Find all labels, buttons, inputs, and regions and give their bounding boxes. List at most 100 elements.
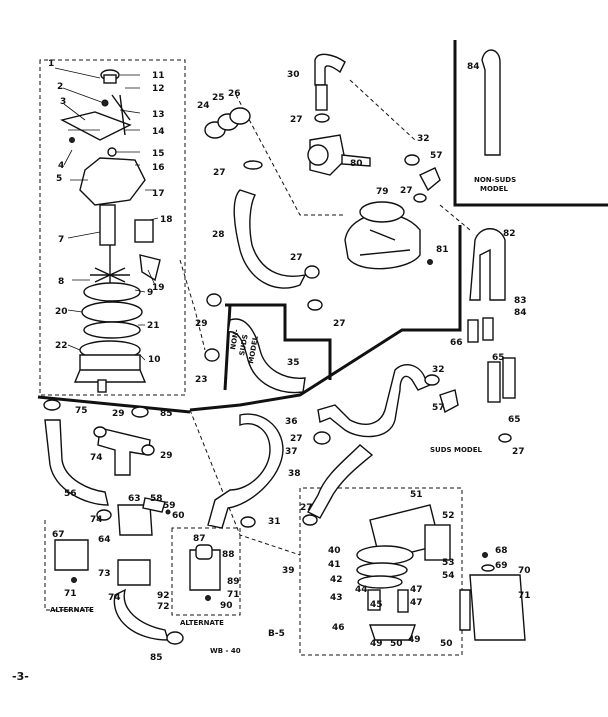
captions: NON-SUDS MODEL NON- SUDS MODEL SUDS MODE… — [12, 176, 516, 683]
leader-dash-5 — [179, 259, 206, 351]
hose-84-top — [481, 49, 501, 156]
caption-small-code: WB - 40 — [210, 647, 241, 655]
label-66: 66 — [450, 338, 463, 348]
label-60: 60 — [172, 511, 185, 521]
motor-group-box — [299, 487, 463, 656]
hose-35 — [227, 318, 306, 394]
part-seal-ring — [83, 321, 141, 339]
hose-38 — [307, 444, 374, 519]
label-24: 24 — [197, 101, 210, 111]
label-27a: 27 — [213, 168, 226, 178]
label-2: 2 — [57, 82, 63, 92]
label-49a: 49 — [370, 639, 383, 649]
label-16: 16 — [152, 163, 165, 173]
label-29a: 29 — [195, 319, 208, 329]
label-41: 41 — [328, 560, 341, 570]
label-74b: 74 — [90, 515, 103, 525]
part-elbow-30 — [314, 53, 346, 86]
pump-assembly-group-box — [39, 59, 186, 396]
part-elbow-57a — [419, 167, 441, 192]
label-20: 20 — [55, 307, 68, 317]
label-4: 4 — [58, 161, 64, 171]
part-spring — [111, 94, 131, 136]
part-bracket-flange — [459, 589, 471, 631]
part-washer-42 — [357, 575, 403, 589]
part-lever — [60, 111, 132, 141]
label-14: 14 — [152, 127, 165, 137]
label-82: 82 — [503, 229, 516, 239]
label-67: 67 — [52, 530, 65, 540]
label-38: 38 — [288, 469, 301, 479]
label-71a: 71 — [64, 589, 77, 599]
part-screw-60 — [165, 509, 171, 515]
part-screw-71a — [71, 577, 77, 583]
part-grommet-88 — [195, 544, 213, 560]
label-18: 18 — [160, 215, 173, 225]
part-impeller — [90, 267, 130, 283]
label-19: 19 — [152, 283, 165, 293]
part-clamp-27c — [307, 299, 323, 311]
label-45: 45 — [370, 600, 383, 610]
part-clamp-29a — [93, 426, 107, 438]
grouping-lines — [39, 59, 471, 656]
part-housing-63 — [117, 504, 153, 536]
hose-28 — [233, 189, 307, 289]
part-motor-52 — [424, 524, 451, 561]
part-cap-body — [103, 74, 117, 84]
label-47b: 47 — [410, 598, 423, 608]
label-22: 22 — [55, 341, 68, 351]
label-92: 92 — [157, 591, 170, 601]
left-divider — [37, 395, 191, 414]
caption-suds-model: SUDS MODEL — [430, 446, 483, 454]
part-screw-90 — [205, 595, 211, 601]
label-83: 83 — [514, 296, 527, 306]
caption-alternate-left: ALTERNATE — [50, 606, 94, 614]
part-clip — [139, 254, 161, 282]
leader-dash-1 — [235, 94, 345, 216]
label-74a: 74 — [90, 453, 103, 463]
label-30: 30 — [287, 70, 300, 80]
part-impeller-plate — [83, 282, 141, 302]
label-81: 81 — [436, 245, 449, 255]
part-clamp-85b — [166, 631, 184, 645]
label-25: 25 — [212, 93, 225, 103]
part-valve-80-port — [307, 144, 329, 166]
hose-37 — [207, 413, 284, 529]
label-37: 37 — [285, 447, 298, 457]
label-7: 7 — [58, 235, 64, 245]
label-49b: 49 — [408, 635, 421, 645]
label-58: 58 — [150, 494, 163, 504]
part-clamp-29 — [206, 293, 222, 307]
leader-dash-3 — [439, 204, 471, 231]
part-clamp-27g — [313, 431, 331, 445]
label-50a: 50 — [390, 639, 403, 649]
label-3: 3 — [60, 97, 66, 107]
alternate-left-box — [44, 520, 95, 611]
part-washer — [107, 147, 117, 157]
part-clamp-32a — [404, 154, 420, 166]
label-75: 75 — [75, 406, 88, 416]
label-59: 59 — [163, 501, 176, 511]
part-outlet — [97, 379, 107, 393]
hose-36 — [317, 364, 432, 438]
part-base-flange — [73, 369, 147, 383]
part-bracket-67 — [54, 539, 89, 571]
label-53: 53 — [442, 558, 455, 568]
label-15: 15 — [152, 149, 165, 159]
part-clamp-31 — [240, 516, 256, 528]
part-clamp-74 — [96, 509, 112, 521]
part-screw-81 — [427, 259, 433, 265]
label-21: 21 — [147, 321, 160, 331]
label-32a: 32 — [417, 134, 430, 144]
label-68: 68 — [495, 546, 508, 556]
hose-82 — [469, 228, 506, 301]
part-connector-66b — [482, 317, 494, 341]
label-71b: 71 — [227, 590, 240, 600]
label-40: 40 — [328, 546, 341, 556]
label-70: 70 — [518, 566, 531, 576]
label-63: 63 — [128, 494, 141, 504]
caption-non-suds-center-line2: SUDS — [238, 334, 250, 357]
part-clamp-23 — [204, 348, 220, 362]
part-clamp-27d — [314, 113, 330, 123]
